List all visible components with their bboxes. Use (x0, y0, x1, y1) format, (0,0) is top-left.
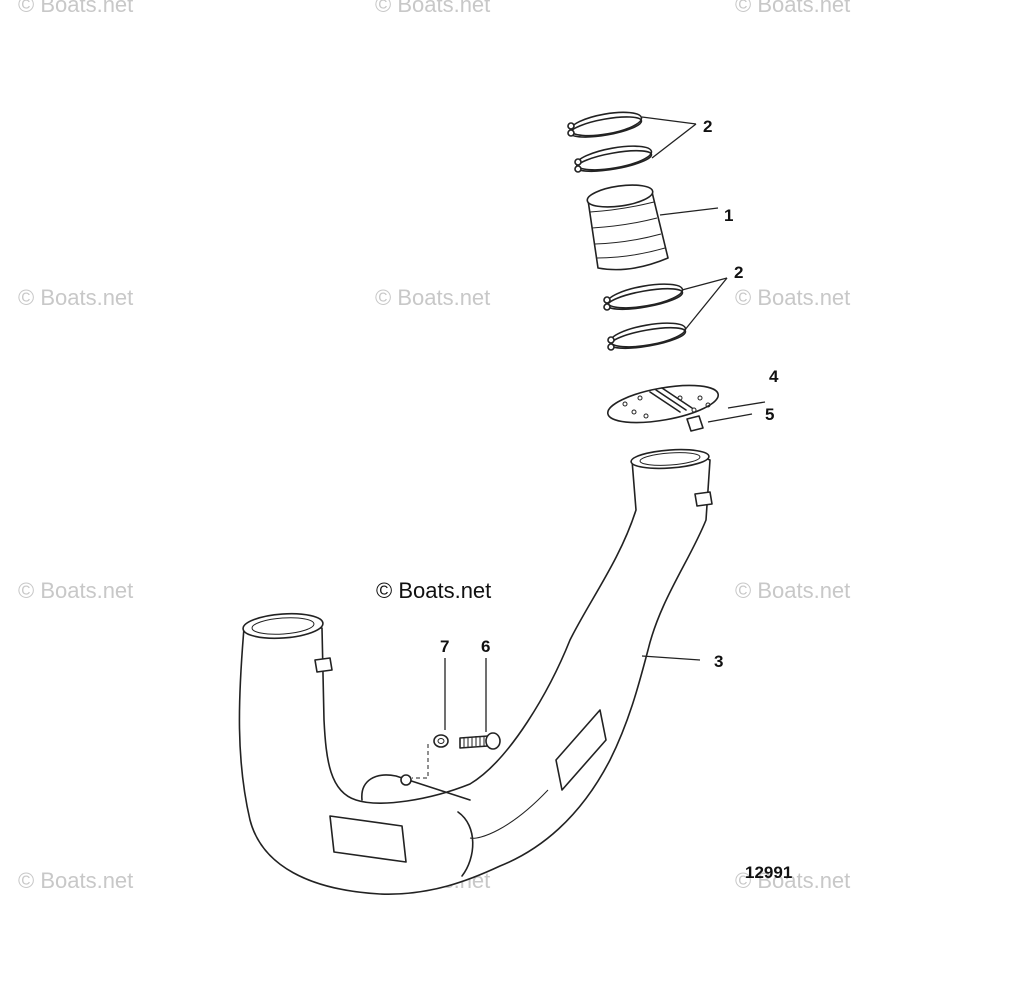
watermark: © Boats.net (735, 285, 850, 310)
callout-screw: 6 (481, 637, 490, 656)
center-watermark: © Boats.net (376, 578, 491, 603)
screw (459, 732, 501, 750)
exhaust-pipe (238, 448, 713, 895)
callout-exhaust-pipe: 3 (714, 652, 723, 671)
rubber-plug (686, 415, 704, 432)
watermark: © Boats.net (735, 868, 850, 893)
callouts: 2 1 2 4 5 3 7 6 (440, 117, 779, 671)
callout-clamps-upper: 2 (703, 117, 712, 136)
watermark: © Boats.net (18, 285, 133, 310)
upper-hose-clamps (567, 111, 653, 173)
callout-gasket: 4 (769, 367, 779, 386)
callout-plug: 5 (765, 405, 774, 424)
callout-sleeve: 1 (724, 206, 733, 225)
callout-clamps-lower: 2 (734, 263, 743, 282)
exhaust-sleeve (586, 184, 669, 271)
callout-washer: 7 (440, 637, 449, 656)
lower-hose-clamps (603, 283, 687, 351)
watermark: © Boats.net (18, 868, 133, 893)
washer (412, 734, 449, 779)
watermark: © Boats.net (735, 0, 850, 17)
watermark: © Boats.net (375, 285, 490, 310)
watermark: © Boats.net (375, 0, 490, 17)
exhaust-flapper-gasket (606, 384, 720, 424)
watermark: © Boats.net (735, 578, 850, 603)
drawing-number: 12991 (745, 863, 792, 882)
watermarks: © Boats.net © Boats.net © Boats.net © Bo… (18, 0, 850, 893)
leader-lines (444, 116, 766, 732)
watermark: © Boats.net (18, 0, 133, 17)
watermark: © Boats.net (18, 578, 133, 603)
